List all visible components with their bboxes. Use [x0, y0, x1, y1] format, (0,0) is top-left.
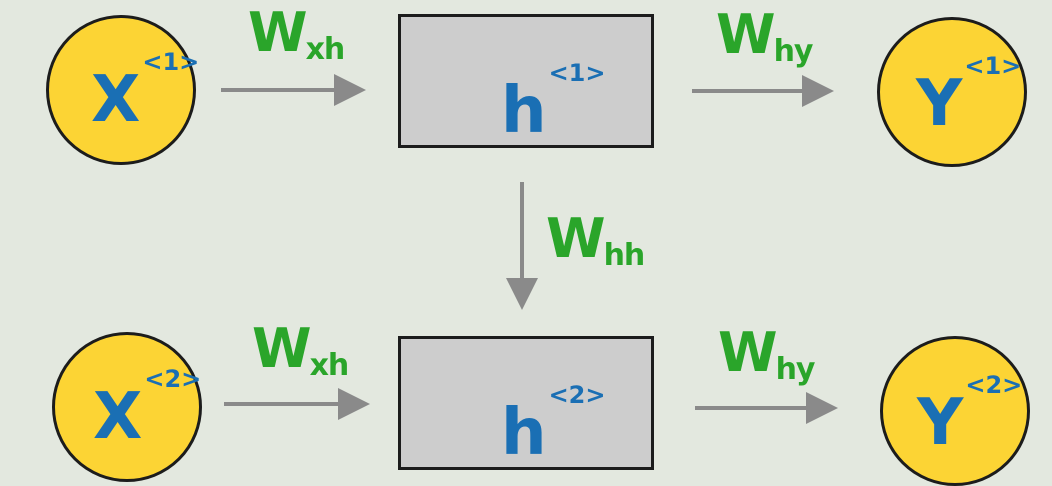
input-symbol-1: X<1>: [91, 50, 199, 132]
input-1-superscript: <1>: [142, 48, 200, 76]
hidden-1-superscript: <1>: [548, 59, 606, 87]
hidden-box-2: h<2>: [398, 336, 654, 470]
input-node-1: X<1>: [46, 15, 199, 165]
weight-why-2: Why: [718, 326, 815, 385]
weight-wxh-2-main: W: [252, 317, 312, 380]
output-node-1: Y<1>: [877, 17, 1027, 167]
output-2-superscript: <2>: [965, 371, 1023, 399]
weight-why-2-main: W: [718, 321, 778, 384]
weight-wxh-1: Wxh: [248, 6, 345, 65]
input-2-superscript: <2>: [144, 365, 202, 393]
weight-whh-sub: hh: [603, 238, 646, 273]
weight-wxh-1-sub: xh: [305, 32, 346, 67]
weight-wxh-1-main: W: [248, 1, 308, 64]
output-1-base: Y: [916, 67, 963, 141]
weight-wxh-2: Wxh: [252, 322, 349, 381]
output-2-base: Y: [917, 386, 964, 460]
output-node-2: Y<2>: [880, 336, 1030, 486]
weight-whh: Whh: [546, 212, 645, 271]
hidden-box-1: h<1>: [398, 14, 654, 148]
output-1-superscript: <1>: [964, 52, 1022, 80]
hidden-1-base: h: [501, 74, 547, 148]
hidden-2-superscript: <2>: [548, 381, 606, 409]
weight-whh-main: W: [546, 207, 606, 270]
weight-why-1: Why: [716, 8, 813, 67]
weight-wxh-2-sub: xh: [309, 348, 350, 383]
input-node-2: X<2>: [52, 332, 202, 482]
hidden-symbol-2: h<2>: [501, 383, 605, 465]
output-symbol-1: Y<1>: [916, 54, 1021, 136]
weight-why-2-sub: hy: [775, 352, 816, 387]
input-1-base: X: [91, 63, 141, 137]
input-2-base: X: [93, 380, 143, 454]
hidden-2-base: h: [501, 396, 547, 470]
weight-why-1-sub: hy: [773, 34, 814, 69]
input-symbol-2: X<2>: [93, 367, 201, 449]
weight-why-1-main: W: [716, 3, 776, 66]
output-symbol-2: Y<2>: [917, 373, 1022, 455]
hidden-symbol-1: h<1>: [501, 61, 605, 143]
